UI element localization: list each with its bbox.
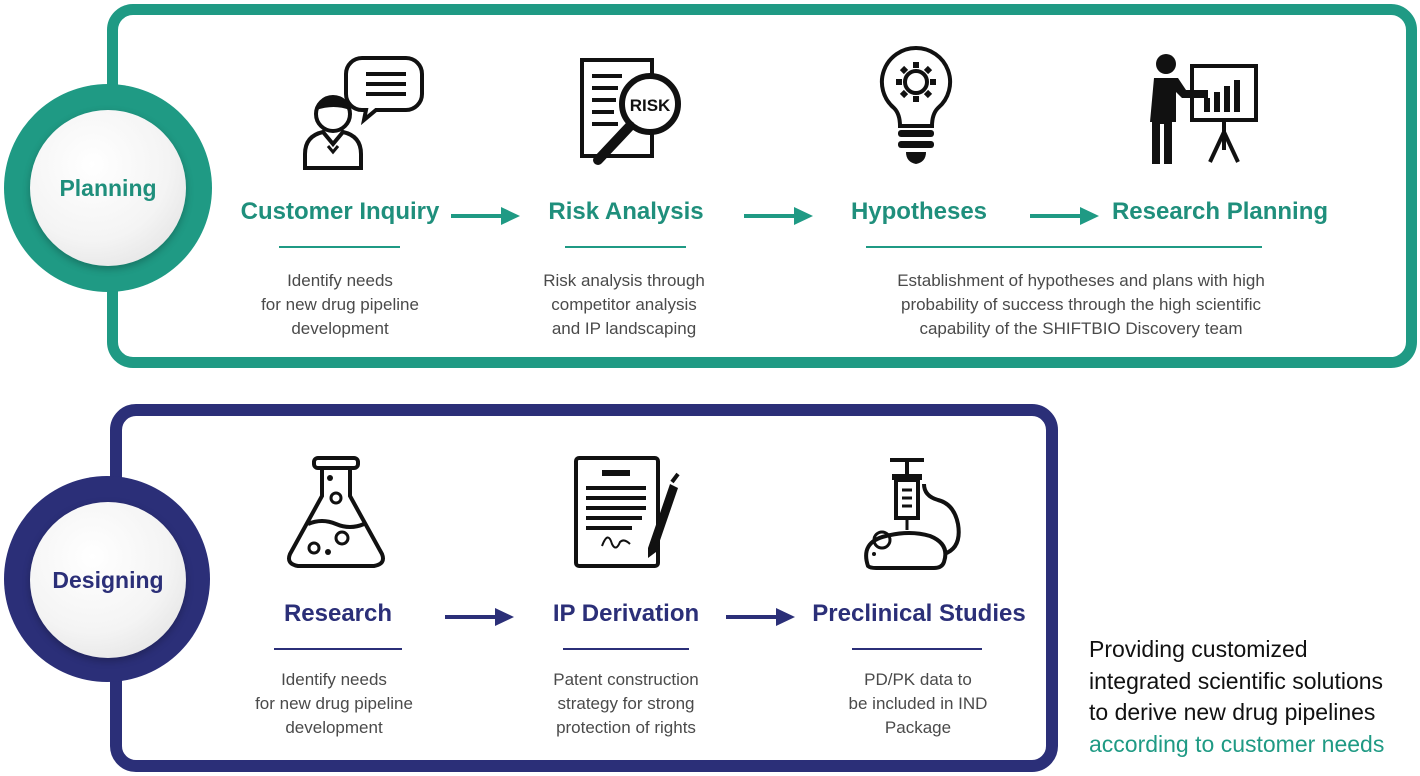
tagline: Providing customized integrated scientif… [1089, 634, 1419, 760]
hypotheses-lightbulb-icon [876, 44, 956, 170]
step-research-planning-title: Research Planning [1111, 198, 1329, 225]
customer-inquiry-description: Identify needs for new drug pipeline dev… [261, 271, 419, 338]
step-customer-inquiry-title: Customer Inquiry [240, 198, 440, 225]
planning-label: Planning [30, 110, 186, 266]
risk-analysis-description: Risk analysis through competitor analysi… [543, 271, 705, 338]
planning-badge: Planning [4, 84, 212, 292]
divider [279, 246, 400, 248]
designing-label: Designing [30, 502, 186, 658]
step-research-title: Research [283, 600, 393, 627]
tagline-line: integrated scientific solutions [1089, 667, 1384, 694]
arrow-right-icon [1030, 206, 1100, 226]
divider [565, 246, 686, 248]
risk-analysis-icon: RISK [578, 56, 688, 176]
signed-document-icon [572, 454, 682, 570]
research-description: Identify needs for new drug pipeline dev… [255, 670, 413, 737]
flask-icon [284, 454, 388, 570]
mouse-syringe-icon [858, 456, 966, 576]
designing-badge: Designing [4, 476, 210, 682]
arrow-right-icon [445, 607, 515, 627]
step-ip-derivation-title: IP Derivation [552, 600, 700, 627]
divider [563, 648, 689, 650]
arrow-right-icon [726, 607, 796, 627]
preclinical-studies-description: PD/PK data to be included in IND Package [848, 670, 988, 737]
risk-icon-text: RISK [630, 96, 671, 115]
divider [852, 648, 982, 650]
arrow-right-icon [744, 206, 814, 226]
step-preclinical-studies-title: Preclinical Studies [812, 600, 1026, 627]
hypotheses-planning-description: Establishment of hypotheses and plans wi… [897, 271, 1265, 338]
arrow-right-icon [451, 206, 521, 226]
tagline-line: to derive new drug pipelines [1089, 699, 1376, 725]
step-hypotheses-title: Hypotheses [850, 198, 988, 225]
research-planning-presenter-icon [1144, 52, 1262, 168]
tagline-highlight: according to customer needs [1089, 730, 1385, 757]
step-risk-analysis-title: Risk Analysis [548, 198, 704, 225]
divider [866, 246, 1262, 248]
tagline-line: Providing customized [1089, 636, 1308, 662]
divider [274, 648, 402, 650]
customer-inquiry-icon [300, 48, 426, 172]
ip-derivation-description: Patent construction strategy for strong … [553, 670, 699, 737]
